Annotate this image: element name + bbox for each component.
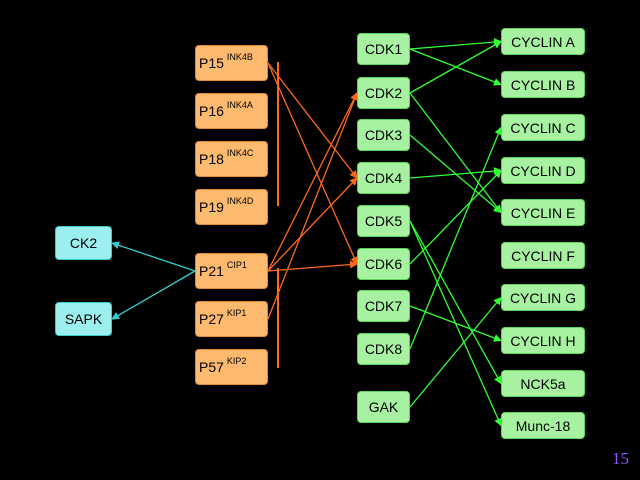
inhibitor-family: INK4D (226, 196, 254, 206)
activation-arrow (409, 220, 502, 385)
inhibitor-name: P57 (199, 359, 224, 375)
inhibitor-name: P18 (199, 151, 224, 167)
cdk-7[interactable]: CDK7 (357, 290, 410, 322)
inhibition-arrow (267, 62, 358, 179)
inhibition-arrow (267, 177, 358, 272)
activation-arrow (409, 92, 502, 214)
partner-cyclin-g[interactable]: CYCLIN G (501, 284, 585, 311)
activation-arrow (409, 305, 502, 342)
inhibitor-name: P15 (199, 55, 224, 71)
partner-munc-18[interactable]: Munc-18 (501, 412, 585, 439)
inhibitor-family: KIP2 (226, 356, 247, 366)
inhibitor-name: P19 (199, 199, 224, 215)
activation-arrow (409, 38, 502, 50)
phosphorylation-arrow (111, 270, 196, 320)
partner-cyclin-h[interactable]: CYCLIN H (501, 327, 585, 354)
inhibition-arrow (267, 92, 358, 272)
partner-cyclin-d[interactable]: CYCLIN D (501, 157, 585, 184)
cdk-5[interactable]: CDK5 (357, 205, 410, 237)
activation-arrow (409, 40, 502, 94)
inhibitor-family: INK4C (226, 148, 254, 158)
cdk-1[interactable]: CDK1 (357, 33, 410, 65)
kinase-ck2[interactable]: CK2 (55, 226, 112, 260)
cdk-8[interactable]: CDK8 (357, 333, 410, 365)
cdk-4[interactable]: CDK4 (357, 162, 410, 194)
inhibitor-family: INK4A (226, 100, 253, 110)
cdk-gak[interactable]: GAK (357, 391, 410, 423)
partner-cyclin-c[interactable]: CYCLIN C (501, 114, 585, 141)
cdk-2[interactable]: CDK2 (357, 77, 410, 109)
partner-cyclin-a[interactable]: CYCLIN A (501, 28, 585, 55)
inhibition-arrow (267, 62, 358, 265)
page-number: 15 (612, 449, 629, 468)
partner-cyclin-e[interactable]: CYCLIN E (501, 199, 585, 226)
partner-cyclin-f[interactable]: CYCLIN F (501, 242, 585, 269)
inhibitor-name: P16 (199, 103, 224, 119)
cdk-3[interactable]: CDK3 (357, 119, 410, 151)
inhibitor-family: KIP1 (226, 308, 247, 318)
activation-arrow (409, 167, 502, 179)
kinase-sapk[interactable]: SAPK (55, 302, 112, 336)
inhibitor-family: CIP1 (226, 260, 247, 270)
inhibitor-name: P21 (199, 263, 224, 279)
phosphorylation-arrow (111, 241, 196, 272)
inhibitor-name: P27 (199, 311, 224, 327)
activation-arrow (409, 126, 503, 350)
partner-cyclin-b[interactable]: CYCLIN B (501, 71, 585, 98)
inhibitor-family: INK4B (226, 52, 253, 62)
cdk-6[interactable]: CDK6 (357, 248, 410, 280)
activation-arrow (409, 296, 502, 408)
inhibition-arrow (267, 260, 358, 272)
activation-arrow (409, 169, 502, 265)
inhibition-arrow (267, 92, 359, 320)
partner-nck5a[interactable]: NCK5a (501, 370, 585, 397)
